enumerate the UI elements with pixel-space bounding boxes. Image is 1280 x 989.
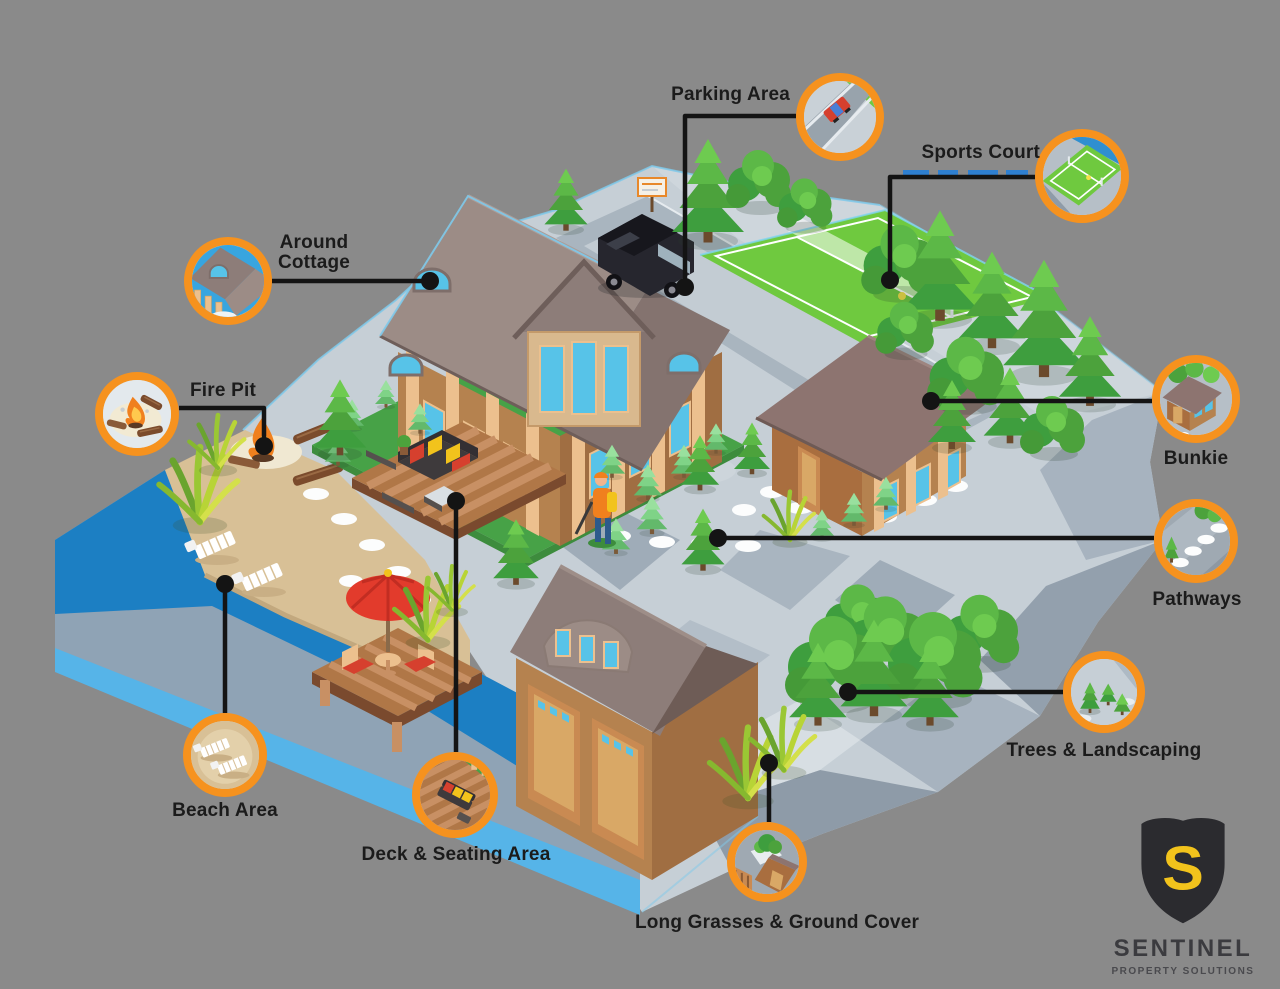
small-pines-thumbnail-icon bbox=[1071, 659, 1137, 725]
logo-tagline-text: PROPERTY SOLUTIONS bbox=[1111, 966, 1255, 977]
svg-text:S: S bbox=[1162, 835, 1204, 904]
beach-area-leader bbox=[216, 575, 234, 713]
callout-label-around-cottage: Around Cottage bbox=[277, 232, 351, 273]
parked-van bbox=[598, 214, 694, 298]
callout-label-fire-pit: Fire Pit bbox=[189, 380, 256, 401]
outdoor-sofa bbox=[398, 430, 478, 480]
dock-chairs bbox=[342, 644, 436, 676]
trees-landscaping-badge bbox=[1063, 651, 1145, 733]
beach-loungers bbox=[184, 531, 286, 597]
fire-pit-badge bbox=[95, 372, 179, 456]
around-cottage-leader bbox=[272, 272, 439, 290]
parking-sign bbox=[637, 177, 667, 212]
fire-pit-leader bbox=[179, 405, 273, 455]
pathways-leader bbox=[709, 529, 1154, 547]
long-grasses-leader bbox=[760, 754, 778, 822]
callout-label-sports-court: Sports Court bbox=[921, 142, 1040, 163]
around-cottage-badge bbox=[184, 237, 272, 325]
callout-label-pathways: Pathways bbox=[1152, 589, 1242, 610]
campfire-thumbnail-icon bbox=[103, 380, 171, 448]
sports-court-leader bbox=[881, 174, 1035, 289]
trees-landscaping-leader bbox=[839, 683, 1063, 701]
obscured-blue-text-artifact bbox=[903, 170, 1028, 177]
garage-doors bbox=[528, 684, 644, 860]
sofa-on-deck-thumbnail-icon bbox=[420, 760, 490, 830]
deck-seating-area-badge bbox=[412, 752, 498, 838]
sports-court-badge bbox=[1035, 129, 1129, 223]
callout-label-trees-landscaping: Trees & Landscaping bbox=[1006, 740, 1202, 761]
loungers-thumbnail-icon bbox=[191, 721, 259, 789]
grass-shrub-thumbnail-icon bbox=[735, 830, 799, 894]
bunkie-leader bbox=[922, 392, 1152, 410]
callout-label-parking-area: Parking Area bbox=[671, 84, 790, 105]
long-grasses-badge bbox=[727, 822, 807, 902]
tennis-court-thumbnail-icon bbox=[1043, 137, 1121, 215]
pathways-badge bbox=[1154, 499, 1238, 583]
deck-seating-leader bbox=[447, 492, 465, 752]
callout-label-bunkie: Bunkie bbox=[1163, 448, 1229, 469]
sentinel-logo: S SENTINEL PROPERTY SOLUTIONS bbox=[1083, 816, 1280, 977]
shield-s-icon: S bbox=[1141, 818, 1225, 924]
callout-label-deck-seating-area: Deck & Seating Area bbox=[361, 844, 551, 865]
bunkie-badge bbox=[1152, 355, 1240, 443]
stepping-stones-thumbnail-icon bbox=[1162, 507, 1230, 575]
cottage-roof-thumbnail-icon bbox=[192, 245, 264, 317]
parking-area-badge bbox=[796, 73, 884, 161]
callout-label-beach-area: Beach Area bbox=[172, 800, 278, 821]
beach-area-badge bbox=[183, 713, 267, 797]
dock bbox=[312, 569, 482, 752]
callout-leader-lines bbox=[179, 113, 1154, 822]
boathouse bbox=[510, 564, 758, 880]
parking-area-leader bbox=[676, 113, 796, 296]
logo-brand-text: SENTINEL bbox=[1113, 935, 1253, 962]
hiker-person bbox=[574, 472, 617, 548]
car-on-road-thumbnail-icon bbox=[804, 81, 876, 153]
callout-label-long-grasses: Long Grasses & Ground Cover bbox=[634, 912, 920, 933]
deck-and-seating bbox=[352, 422, 566, 540]
cabin-thumbnail-icon bbox=[1160, 363, 1232, 435]
